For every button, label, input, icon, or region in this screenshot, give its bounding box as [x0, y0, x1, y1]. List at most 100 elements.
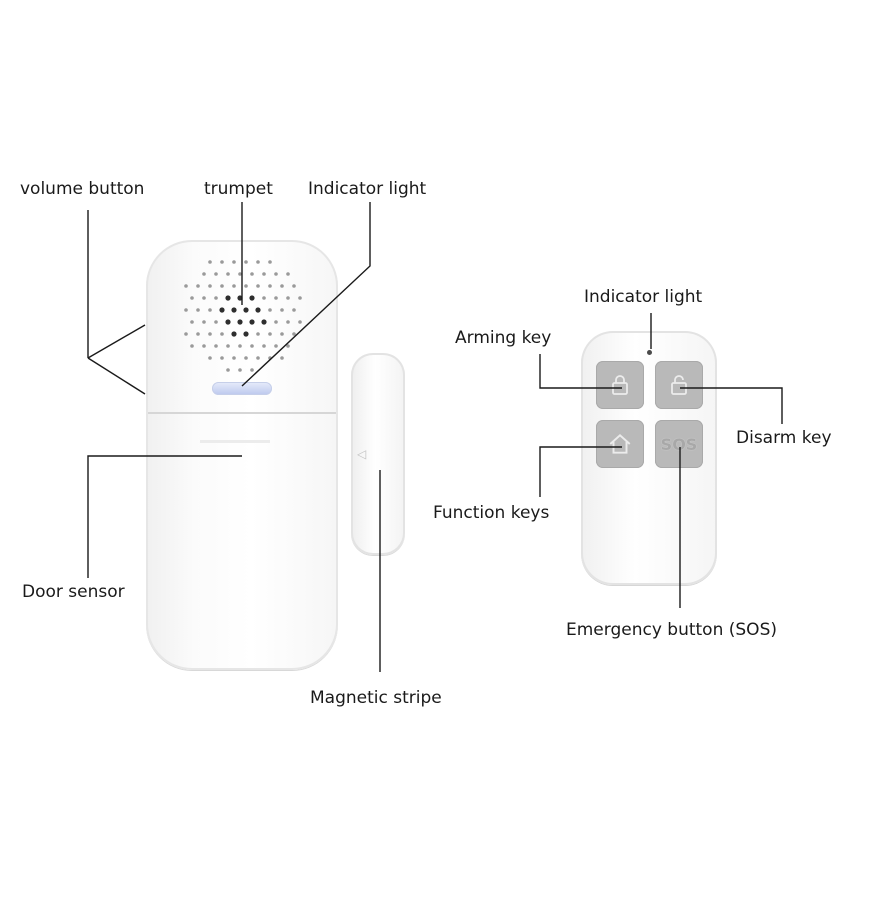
- speaker-hole: [220, 332, 224, 336]
- speaker-hole: [232, 284, 236, 288]
- speaker-hole: [208, 284, 212, 288]
- speaker-hole: [262, 344, 266, 348]
- speaker-hole: [190, 320, 194, 324]
- speaker-hole: [244, 356, 248, 360]
- remote-indicator-light: [647, 350, 652, 355]
- remote-indicator-light-label: Indicator light: [584, 287, 703, 307]
- speaker-hole: [274, 272, 278, 276]
- speaker-hole: [243, 307, 249, 313]
- speaker-hole: [292, 284, 296, 288]
- speaker-hole: [280, 308, 284, 312]
- speaker-hole: [208, 356, 212, 360]
- speaker-hole: [184, 284, 188, 288]
- trumpet-label: trumpet: [204, 179, 273, 199]
- volume-button-label: volume button: [20, 179, 145, 199]
- speaker-hole: [226, 272, 230, 276]
- speaker-hole: [231, 307, 237, 313]
- magnetic-stripe: [351, 353, 405, 555]
- speaker-hole: [219, 307, 225, 313]
- speaker-hole: [262, 272, 266, 276]
- speaker-hole: [226, 344, 230, 348]
- alarm-indicator-light-label: Indicator light: [308, 179, 427, 199]
- door-sensor-panel: [200, 440, 270, 443]
- speaker-hole: [268, 260, 272, 264]
- speaker-hole: [244, 284, 248, 288]
- speaker-hole: [244, 260, 248, 264]
- speaker-hole: [256, 332, 260, 336]
- alarm-unit: [146, 240, 338, 670]
- speaker-hole: [250, 368, 254, 372]
- speaker-hole: [196, 308, 200, 312]
- speaker-hole: [255, 307, 261, 313]
- speaker-hole: [202, 344, 206, 348]
- speaker-hole: [220, 284, 224, 288]
- speaker-hole: [190, 296, 194, 300]
- speaker-hole: [268, 284, 272, 288]
- function-keys-label: Function keys: [433, 503, 550, 523]
- speaker-hole: [202, 320, 206, 324]
- speaker-hole: [220, 356, 224, 360]
- speaker-hole: [237, 319, 243, 325]
- door-sensor-label: Door sensor: [22, 582, 125, 602]
- speaker-hole: [225, 319, 231, 325]
- speaker-hole: [286, 320, 290, 324]
- sos-icon: SOS: [660, 434, 698, 454]
- speaker-hole: [249, 319, 255, 325]
- speaker-hole: [225, 295, 231, 301]
- speaker-hole: [256, 284, 260, 288]
- speaker-hole: [274, 296, 278, 300]
- speaker-hole: [256, 260, 260, 264]
- function-key-button[interactable]: [596, 420, 644, 468]
- speaker-hole: [280, 284, 284, 288]
- speaker-hole: [220, 260, 224, 264]
- speaker-hole: [238, 368, 242, 372]
- speaker-hole: [286, 344, 290, 348]
- sos-button[interactable]: SOS: [655, 420, 703, 468]
- speaker-hole: [243, 331, 249, 337]
- speaker-hole: [214, 272, 218, 276]
- disarm-key-label: Disarm key: [736, 428, 832, 448]
- speaker-hole: [208, 332, 212, 336]
- speaker-hole: [298, 320, 302, 324]
- speaker-hole: [232, 260, 236, 264]
- speaker-hole: [202, 296, 206, 300]
- speaker-hole: [292, 308, 296, 312]
- speaker-hole: [196, 284, 200, 288]
- magnetic-stripe-label: Magnetic stripe: [310, 688, 442, 708]
- speaker-hole: [208, 308, 212, 312]
- speaker-hole: [249, 295, 255, 301]
- speaker-hole: [196, 332, 200, 336]
- speaker-hole: [232, 356, 236, 360]
- speaker-hole: [292, 332, 296, 336]
- speaker-hole: [286, 296, 290, 300]
- speaker-hole: [214, 296, 218, 300]
- speaker-hole: [280, 332, 284, 336]
- speaker-hole: [274, 320, 278, 324]
- disarm-key-button[interactable]: [655, 361, 703, 409]
- speaker-hole: [184, 332, 188, 336]
- speaker-hole: [226, 368, 230, 372]
- speaker-hole: [298, 296, 302, 300]
- speaker-hole: [262, 296, 266, 300]
- speaker-hole: [286, 272, 290, 276]
- speaker-hole: [268, 308, 272, 312]
- arming-key-label: Arming key: [455, 328, 552, 348]
- speaker-hole: [280, 356, 284, 360]
- speaker-hole: [202, 272, 206, 276]
- speaker-hole: [190, 344, 194, 348]
- speaker-hole: [238, 272, 242, 276]
- speaker-hole: [261, 319, 267, 325]
- speaker-hole: [237, 295, 243, 301]
- speaker-hole: [268, 332, 272, 336]
- speaker-hole: [214, 320, 218, 324]
- alarm-seam: [148, 412, 336, 414]
- speaker-hole: [184, 308, 188, 312]
- speaker-hole: [250, 272, 254, 276]
- arming-key-button[interactable]: [596, 361, 644, 409]
- magnet-align-mark-icon: ◁: [357, 447, 367, 461]
- emergency-button-label: Emergency button (SOS): [566, 620, 777, 640]
- speaker-hole: [256, 356, 260, 360]
- speaker-hole: [238, 344, 242, 348]
